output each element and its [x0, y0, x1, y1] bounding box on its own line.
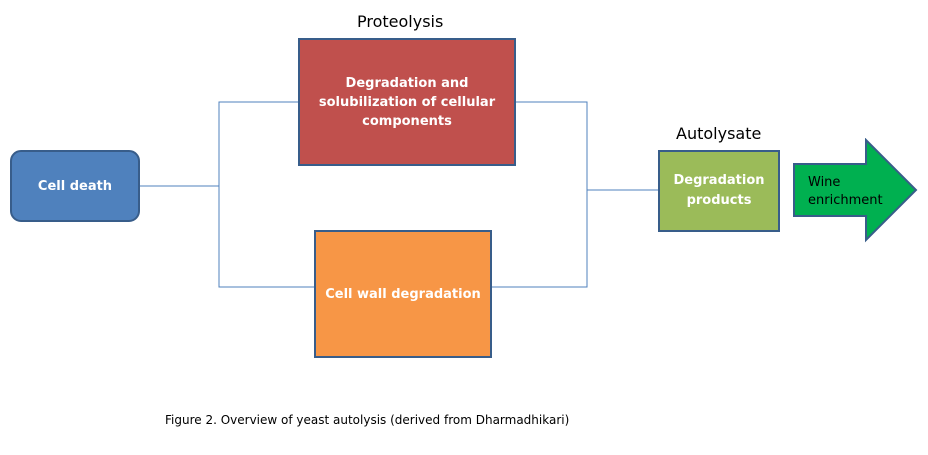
- cell-death-text: Cell death: [37, 178, 113, 194]
- autolysate-label: Autolysate: [676, 124, 762, 143]
- figure-caption: Figure 2. Overview of yeast autolysis (d…: [165, 413, 570, 427]
- wine-enrichment-text: Wine enrichment: [808, 175, 883, 208]
- cell-wall-degradation-text: Cell wall degradation: [325, 286, 481, 302]
- cell-wall-degradation-node: Cell wall degradation: [314, 230, 492, 358]
- degradation-solubilization-text: Degradation and solubilization of cellul…: [318, 75, 496, 129]
- wine-enrichment-arrow: [793, 138, 918, 243]
- degradation-products-text: Degradation products: [673, 173, 765, 208]
- proteolysis-label: Proteolysis: [357, 12, 444, 31]
- degradation-solubilization-node: Degradation and solubilization of cellul…: [298, 38, 516, 166]
- cell-death-node: Cell death: [10, 150, 140, 222]
- connector-to-proteolysis: [218, 101, 298, 186]
- connector-from-proteolysis: [516, 101, 588, 190]
- connector-to-cell-wall: [218, 186, 314, 288]
- degradation-products-node: Degradation products: [658, 150, 780, 232]
- connector-from-cell-wall: [492, 190, 588, 288]
